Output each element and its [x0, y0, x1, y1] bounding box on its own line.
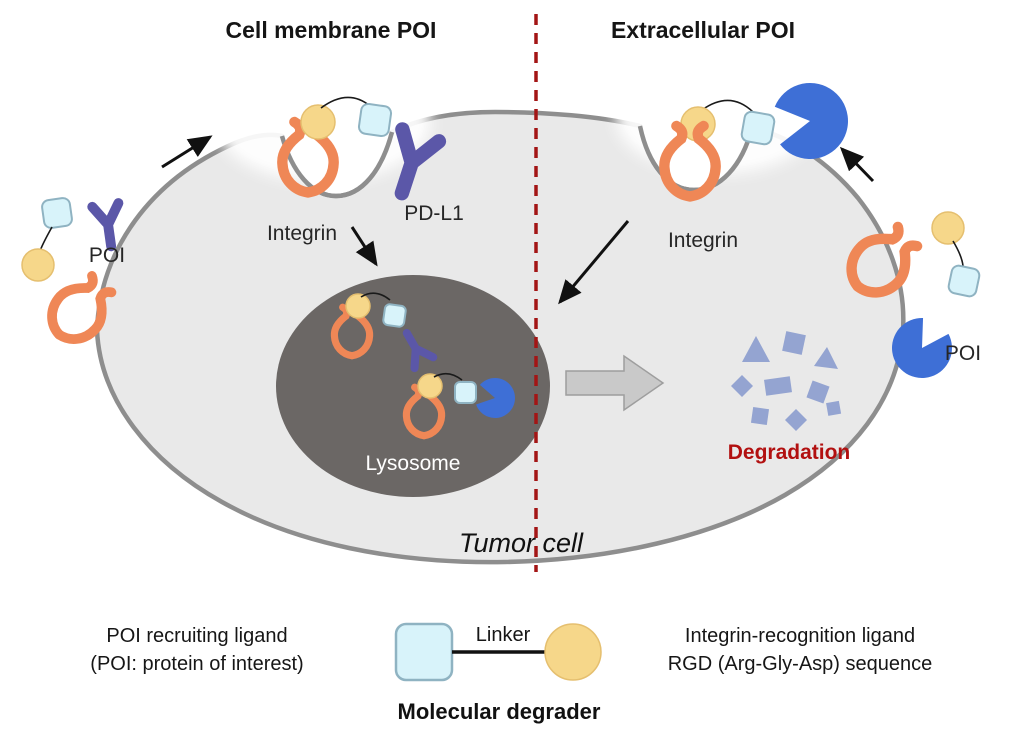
label-pdl1: PD-L1 [404, 202, 464, 225]
legend-poi-ligand-line2: (POI: protein of interest) [90, 653, 303, 675]
fragment-diamond [731, 375, 753, 397]
linker-line [701, 99, 754, 113]
label-tumor-cell: Tumor cell [459, 528, 584, 558]
legend: POI recruiting ligand (POI: protein of i… [90, 622, 933, 724]
fragment-triangle [814, 347, 838, 369]
fragment-square [750, 406, 770, 426]
arrow-to-membrane-left [161, 135, 213, 169]
linker-square [740, 110, 776, 146]
legend-linker-label: Linker [476, 624, 531, 646]
linker-line [39, 226, 53, 252]
linker-square [454, 381, 477, 404]
linker-square [382, 303, 407, 328]
degradation-fragments [731, 331, 842, 431]
lysosome [276, 275, 550, 497]
linker-line [952, 240, 964, 267]
label-integrin-left: Integrin [267, 222, 337, 245]
fragment-square [826, 400, 842, 416]
linker-square [41, 197, 73, 229]
free-complex-right [840, 211, 981, 390]
degradation-block-arrow [565, 354, 665, 412]
legend-title-molecular-degrader: Molecular degrader [398, 699, 601, 724]
title-extracellular-poi: Extracellular POI [611, 17, 795, 43]
rgd-ligand-ball [345, 293, 371, 319]
fragment-square [806, 380, 830, 404]
linker-line [360, 292, 391, 301]
linker-line [433, 372, 463, 381]
arrow-to-membrane-right [839, 146, 875, 183]
linker-square [357, 102, 393, 138]
arrow-internalization-right [558, 220, 630, 305]
label-poi-right: POI [945, 342, 981, 365]
rgd-ligand-ball [21, 248, 55, 282]
legend-rgd-ball [544, 623, 602, 681]
legend-poi-ligand-line1: POI recruiting ligand [106, 625, 287, 647]
label-degradation: Degradation [728, 441, 851, 464]
fragment-square [782, 331, 806, 355]
label-poi-left: POI [89, 244, 125, 267]
membrane-complex-right [664, 78, 853, 196]
label-lysosome: Lysosome [366, 452, 461, 475]
legend-integrin-ligand-line2: RGD (Arg-Gly-Asp) sequence [668, 653, 933, 675]
label-integrin-right: Integrin [668, 229, 738, 252]
fragment-rect [764, 376, 792, 396]
membrane-notch-left [279, 131, 395, 199]
rgd-ligand-ball [417, 373, 443, 399]
fragment-diamond [785, 409, 807, 431]
fragment-triangle [742, 336, 770, 362]
free-complex-left [21, 197, 124, 350]
membrane-notch-right [637, 125, 755, 193]
rgd-ligand-ball [931, 211, 965, 245]
title-cell-membrane-poi: Cell membrane POI [226, 17, 437, 43]
membrane-complex-left [282, 96, 439, 199]
legend-linker-square [394, 622, 454, 682]
arrow-internalization-left [350, 226, 378, 267]
rgd-ligand-ball [300, 104, 336, 140]
legend-integrin-ligand-line1: Integrin-recognition ligand [685, 625, 915, 647]
linker-square [947, 264, 981, 298]
